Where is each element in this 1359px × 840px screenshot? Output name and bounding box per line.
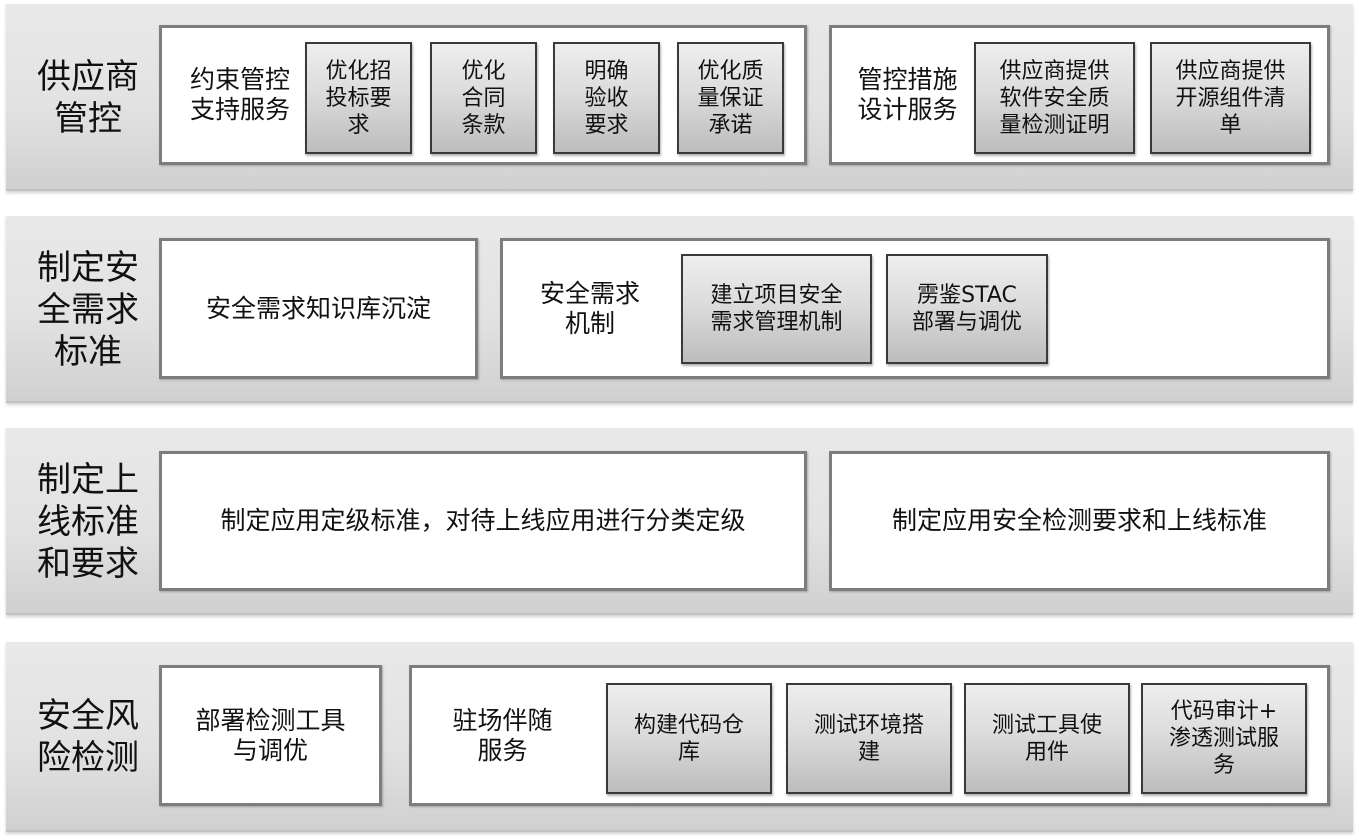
panel-label: 驻场伴随 服务 [452,705,553,765]
item-box: 优化招 投标要 求 [305,42,412,154]
panel-label: 制定应用安全检测要求和上线标准 [891,506,1267,535]
panel-knowledge-base [159,238,478,379]
panel-label: 部署检测工具 与调优 [195,705,346,765]
panel-label: 安全需求 机制 [539,278,640,338]
item-box: 代码审计+ 渗透测试服 务 [1141,683,1307,794]
panel-label: 安全需求知识库沉淀 [205,293,431,323]
item-box: 测试环境搭 建 [786,683,952,794]
item-box: 优化质 量保证 承诺 [677,42,784,154]
item-box: 明确 验收 要求 [553,42,660,154]
item-box: 供应商提供 开源组件清 单 [1150,42,1311,154]
item-box: 建立项目安全 需求管理机制 [681,254,872,364]
panel-label: 管控措施 设计服务 [857,65,958,124]
band-label: 制定上 线标准 和要求 [37,459,139,584]
panel-launch-requirements [829,451,1330,591]
item-box: 雳鉴STAC 部署与调优 [886,254,1048,364]
band-label: 供应商 管控 [37,56,139,139]
item-box: 测试工具使 用件 [964,683,1130,794]
panel-label: 制定应用定级标准，对待上线应用进行分类定级 [220,506,746,535]
band-label: 安全风 险检测 [37,696,139,778]
panel-tool-deployment [159,665,382,806]
item-box: 供应商提供 软件安全质 量检测证明 [974,42,1135,154]
item-box: 构建代码仓 库 [606,683,772,794]
item-box: 优化 合同 条款 [430,42,537,154]
band-label: 制定安 全需求 标准 [37,247,139,372]
panel-label: 约束管控 支持服务 [189,65,290,124]
panel-app-grading [159,451,807,591]
